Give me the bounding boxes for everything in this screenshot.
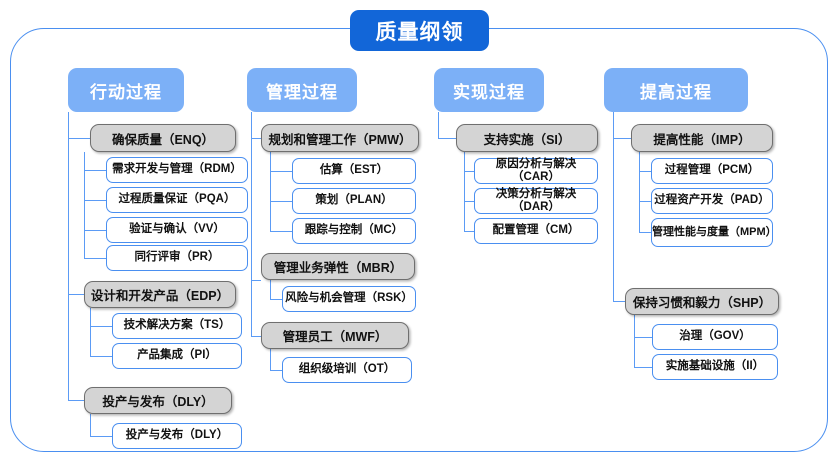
leaf-node-ts[interactable]: 技术解决方案（TS） — [112, 313, 242, 339]
edp-child-1-stub — [90, 326, 112, 328]
mwf-child-1-stub — [270, 370, 282, 372]
mbr-child-1-stub — [270, 299, 282, 301]
group-edp-spine — [90, 308, 92, 356]
leaf-node-ii[interactable]: 实施基础设施（II） — [652, 354, 778, 380]
column-header-1[interactable]: 行动过程 — [68, 68, 184, 112]
group-node-imp[interactable]: 提高性能（IMP） — [631, 124, 773, 152]
imp-child-2-stub — [639, 201, 651, 203]
group-mwf-spine — [270, 349, 272, 370]
leaf-node-plan[interactable]: 策划（PLAN） — [292, 188, 416, 214]
column-2-group-2-stub — [251, 280, 261, 282]
si-child-2-stub — [464, 201, 474, 203]
group-shp-spine — [634, 315, 636, 367]
pmw-child-1-stub — [270, 171, 292, 173]
group-node-enq[interactable]: 确保质量（ENQ） — [90, 124, 236, 152]
group-node-mwf[interactable]: 管理员工（MWF） — [261, 322, 409, 349]
group-node-si[interactable]: 支持实施（SI） — [456, 124, 598, 152]
column-2-group-3-stub — [251, 336, 261, 338]
enq-child-1-stub — [84, 170, 106, 172]
column-header-2[interactable]: 管理过程 — [247, 68, 357, 112]
column-3-group-1-stub — [438, 138, 456, 140]
enq-child-3-stub — [84, 230, 106, 232]
imp-child-1-stub — [639, 171, 651, 173]
column-2-group-1-stub — [251, 138, 261, 140]
leaf-node-pi[interactable]: 产品集成（PI） — [112, 343, 242, 369]
column-1-group-2-stub — [68, 294, 84, 296]
column-4-group-2-stub — [613, 301, 625, 303]
column-2-spine — [251, 112, 253, 337]
column-header-3[interactable]: 实现过程 — [434, 68, 544, 112]
leaf-node-ot[interactable]: 组织级培训（OT） — [282, 357, 412, 383]
group-dly-spine — [90, 414, 92, 436]
shp-child-1-stub — [634, 337, 652, 339]
leaf-node-rsk[interactable]: 风险与机会管理（RSK） — [282, 286, 416, 312]
pmw-child-3-stub — [270, 231, 292, 233]
group-pmw-spine — [270, 152, 272, 231]
column-header-4[interactable]: 提高过程 — [604, 68, 748, 112]
leaf-node-dar[interactable]: 决策分析与解决（DAR） — [474, 188, 598, 214]
group-node-shp[interactable]: 保持习惯和毅力（SHP） — [625, 288, 779, 315]
leaf-node-gov[interactable]: 治理（GOV） — [652, 324, 778, 350]
si-child-3-stub — [464, 231, 474, 233]
group-node-mbr[interactable]: 管理业务弹性（MBR） — [261, 253, 415, 280]
leaf-node-pcm[interactable]: 过程管理（PCM） — [651, 158, 773, 184]
enq-child-2-stub — [84, 200, 106, 202]
column-1-spine — [68, 112, 70, 401]
leaf-node-rdm[interactable]: 需求开发与管理（RDM） — [106, 157, 248, 183]
leaf-node-cm[interactable]: 配置管理（CM） — [474, 218, 598, 244]
leaf-node-vv[interactable]: 验证与确认（VV） — [106, 217, 248, 243]
leaf-node-mpm[interactable]: 管理性能与度量（MPM） — [651, 218, 777, 247]
column-4-group-1-stub — [613, 138, 631, 140]
column-1-group-3-stub — [68, 400, 84, 402]
group-node-dly[interactable]: 投产与发布（DLY） — [84, 387, 232, 414]
column-4-spine — [613, 112, 615, 302]
leaf-node-pqa[interactable]: 过程质量保证（PQA） — [106, 187, 248, 213]
leaf-node-est[interactable]: 估算（EST） — [292, 158, 416, 184]
group-node-edp[interactable]: 设计和开发产品（EDP） — [84, 281, 236, 308]
edp-child-2-stub — [90, 356, 112, 358]
root-title-node: 质量纲领 — [350, 10, 489, 51]
leaf-node-dly[interactable]: 投产与发布（DLY） — [112, 423, 242, 449]
group-mbr-spine — [270, 280, 272, 299]
shp-child-2-stub — [634, 367, 652, 369]
group-imp-spine — [639, 152, 641, 232]
column-3-spine — [438, 112, 440, 138]
leaf-node-pad[interactable]: 过程资产开发（PAD） — [651, 188, 773, 214]
leaf-node-car[interactable]: 原因分析与解决（CAR） — [474, 158, 598, 184]
pmw-child-2-stub — [270, 201, 292, 203]
column-1-group-1-stub — [68, 138, 90, 140]
si-child-1-stub — [464, 171, 474, 173]
leaf-node-pr[interactable]: 同行评审（PR） — [106, 245, 248, 271]
group-node-pmw[interactable]: 规划和管理工作（PMW） — [261, 124, 419, 152]
dly-child-1-stub — [90, 436, 112, 438]
enq-child-4-stub — [84, 258, 106, 260]
group-enq-spine — [84, 152, 86, 258]
imp-child-3-stub — [639, 232, 651, 234]
group-si-spine — [464, 152, 466, 231]
leaf-node-mc[interactable]: 跟踪与控制（MC） — [292, 218, 416, 244]
